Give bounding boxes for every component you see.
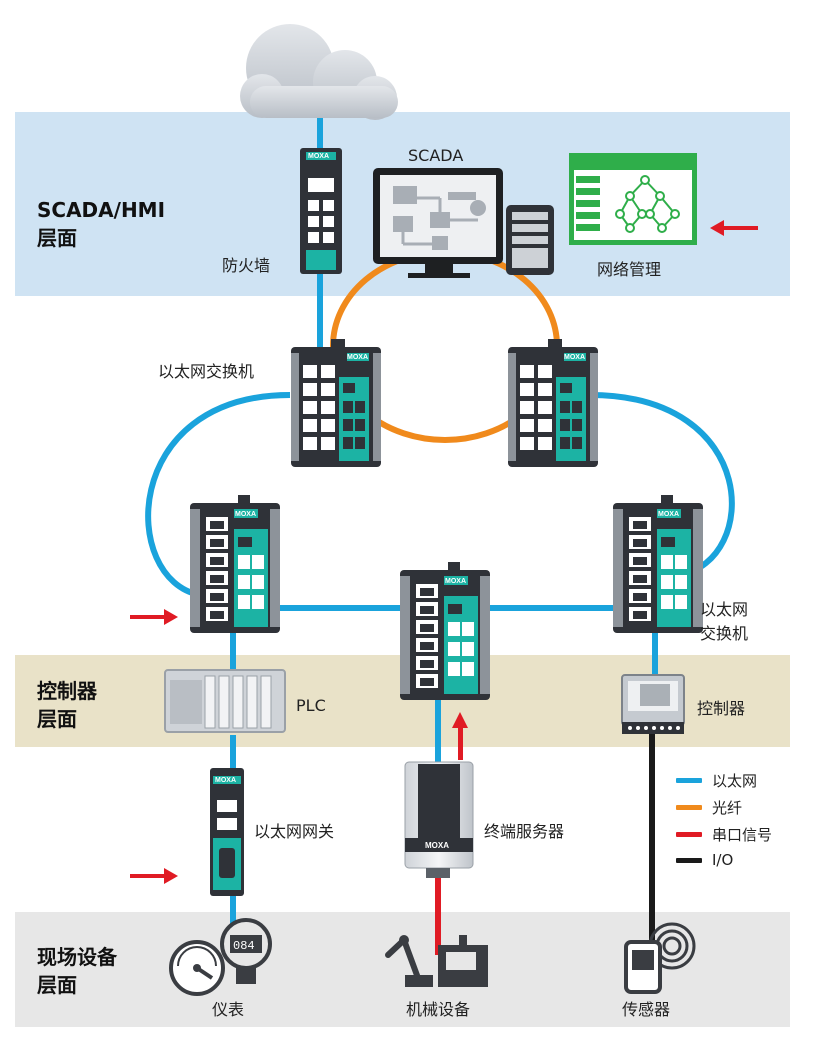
legend-label-io: I/O: [712, 851, 734, 869]
layer-title-controller-line1: 控制器: [37, 679, 97, 703]
firewall-device: [300, 148, 342, 274]
meter-icon: [169, 918, 272, 996]
legend-item-io: I/O: [676, 851, 733, 869]
sensor-icon: [624, 922, 696, 994]
label-controller: 控制器: [697, 699, 746, 718]
layer-title-field: 现场设备 层面: [37, 943, 117, 999]
arrow-ethernet-switch: [130, 609, 178, 625]
legend-swatch-io: [676, 857, 702, 863]
plc-device: [164, 669, 286, 733]
ethernet-gateway-device: [210, 768, 244, 896]
legend-label-serial: 串口信号: [712, 826, 773, 844]
layer-title-scada-line1: SCADA/HMI: [37, 198, 166, 222]
layer-title-scada-line2: 层面: [37, 226, 77, 250]
label-ethernet-switch-top: 以太网交换机: [158, 362, 255, 381]
meter-display-value: 084: [233, 939, 255, 953]
layer-title-controller: 控制器 层面: [37, 677, 97, 733]
legend-item-ethernet: 以太网: [676, 770, 757, 791]
layer-title-controller-line2: 层面: [37, 707, 77, 731]
label-plc: PLC: [296, 696, 326, 715]
legend-swatch-serial: [676, 832, 702, 837]
server-icon: [506, 205, 554, 275]
legend-item-serial: 串口信号: [676, 824, 772, 845]
cloud-icon: [240, 24, 398, 120]
label-ethernet-switch-right-line2: 交换机: [700, 624, 749, 643]
device-brand-gateway: MOXA: [215, 777, 236, 784]
device-brand-switch-1: MOXA: [347, 354, 368, 361]
label-terminal-server: 终端服务器: [484, 822, 565, 841]
label-sensor: 传感器: [622, 1000, 671, 1019]
device-brand-terminal-server: MOXA: [425, 841, 449, 850]
label-scada: SCADA: [408, 146, 464, 165]
layer-title-field-line1: 现场设备: [37, 945, 117, 969]
network-management-window-icon: [569, 153, 697, 245]
label-firewall: 防火墙: [222, 256, 271, 275]
legend-label-ethernet: 以太网: [712, 772, 758, 790]
layer-title-scada: SCADA/HMI 层面: [37, 196, 165, 252]
label-gateway: 以太网网关: [254, 822, 335, 841]
legend-swatch-ethernet: [676, 778, 702, 783]
arrow-terminal-server: [452, 712, 468, 760]
label-machinery: 机械设备: [406, 1000, 471, 1019]
device-brand-switch-5: MOXA: [658, 511, 679, 518]
scada-monitor-icon: [373, 168, 503, 278]
field-layer-band: [15, 912, 790, 1027]
device-brand-switch-3: MOXA: [235, 511, 256, 518]
device-brand-switch-2: MOXA: [564, 354, 585, 361]
terminal-server-device: [404, 761, 474, 878]
legend-swatch-fiber: [676, 805, 702, 810]
label-ethernet-switch-right-line1: 以太网: [700, 600, 749, 619]
layer-title-field-line2: 层面: [37, 973, 77, 997]
machinery-icon: [385, 935, 488, 987]
device-brand-switch-4: MOXA: [445, 578, 466, 585]
device-brand-firewall: MOXA: [308, 153, 329, 160]
legend-item-fiber: 光纤: [676, 797, 742, 818]
arrow-gateway: [130, 868, 178, 884]
label-ethernet-switch-right: 以太网 交换机: [700, 598, 748, 646]
legend-label-fiber: 光纤: [712, 799, 743, 817]
label-meter: 仪表: [212, 1000, 245, 1019]
label-network-management: 网络管理: [597, 260, 662, 279]
controller-device: [621, 674, 685, 734]
